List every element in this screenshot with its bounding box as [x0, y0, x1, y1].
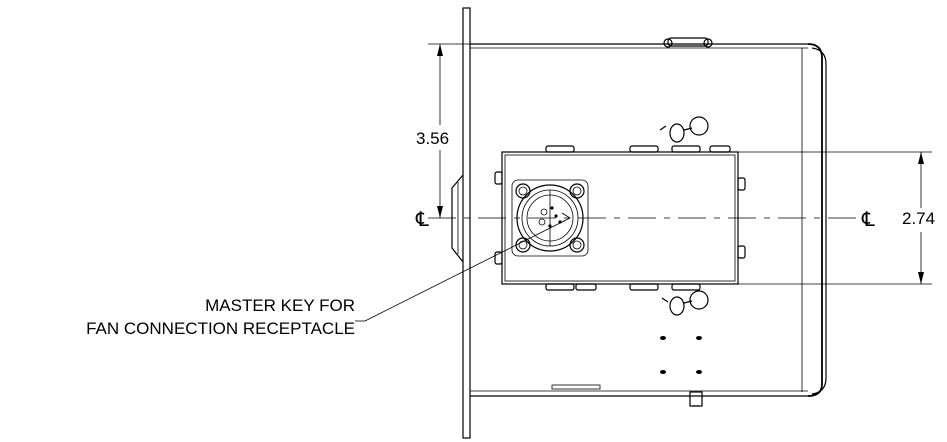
annotation-line-1: MASTER KEY FOR — [205, 296, 355, 315]
mounting-flange — [451, 7, 471, 439]
mounting-holes — [660, 336, 702, 374]
top-fastener — [663, 37, 713, 48]
dimension-3-56 — [428, 43, 470, 218]
dimension-2-74 — [738, 151, 932, 285]
upper-latch — [659, 116, 709, 143]
centerline-symbol-right: ℄ — [861, 207, 875, 231]
center-lines — [428, 190, 858, 246]
fan-housing — [470, 43, 827, 407]
annotation-line-2: FAN CONNECTION RECEPTACLE — [86, 319, 355, 338]
annotation-leader — [355, 219, 567, 322]
dimension-label-2-74: 2.74 — [902, 209, 935, 228]
dimension-label-3-56: 3.56 — [416, 129, 449, 148]
centerline-symbol-left: ℄ — [415, 207, 429, 231]
lower-latch — [661, 290, 709, 316]
